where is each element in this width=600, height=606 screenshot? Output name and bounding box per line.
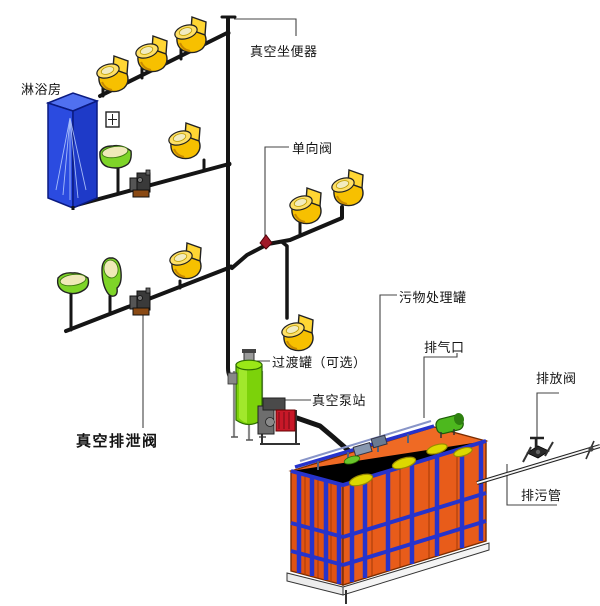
pipe-pump-to-tank: [294, 415, 352, 454]
washbasin-icon: [99, 144, 132, 169]
discharge-valve-icon: [522, 436, 554, 463]
exhaust-pump-icon: [435, 413, 465, 438]
label-sewage-discharge-pipe: 排污管: [521, 488, 562, 503]
sewage-discharge-pipe: [476, 436, 600, 485]
vacuum-drain-valve-icon: [129, 169, 151, 198]
pipe-row2-drops: [116, 158, 206, 195]
label-leader-lines: [142, 18, 559, 506]
pipe-lower-toilet-riser: [280, 240, 289, 320]
vacuum-pump-station-icon: [257, 397, 300, 445]
label-transition-tank: 过渡罐（可选）: [272, 355, 367, 370]
urinal-icon: [101, 257, 122, 297]
check-valve-icon: [259, 234, 273, 250]
sewage-treatment-tank-icon: [286, 413, 490, 604]
pipe-main-riser: [226, 16, 246, 384]
shower-cabin-icon: [45, 92, 100, 210]
vacuum-drain-valve-icon: [129, 287, 151, 316]
label-discharge-valve: 排放阀: [536, 371, 577, 386]
label-sewage-treatment-tank: 污物处理罐: [399, 290, 467, 305]
washbasin-icon: [56, 272, 90, 295]
label-vacuum-drain-valve: 真空排泄阀: [76, 434, 159, 450]
label-vacuum-toilet: 真空坐便器: [250, 44, 318, 59]
pipe-junctions: [225, 30, 234, 270]
tank-top-rail: [294, 420, 435, 470]
control-panel-icon: [105, 111, 120, 128]
label-exhaust-port: 排气口: [424, 340, 465, 355]
label-shower-room: 淋浴房: [21, 82, 62, 97]
pipe-row3-drops: [69, 279, 182, 332]
pipe-fitting-icon: [585, 440, 595, 460]
label-check-valve: 单向阀: [292, 141, 333, 156]
label-vacuum-pump-station: 真空泵站: [312, 393, 367, 408]
pipe-checkvalve-branch: [230, 205, 344, 270]
